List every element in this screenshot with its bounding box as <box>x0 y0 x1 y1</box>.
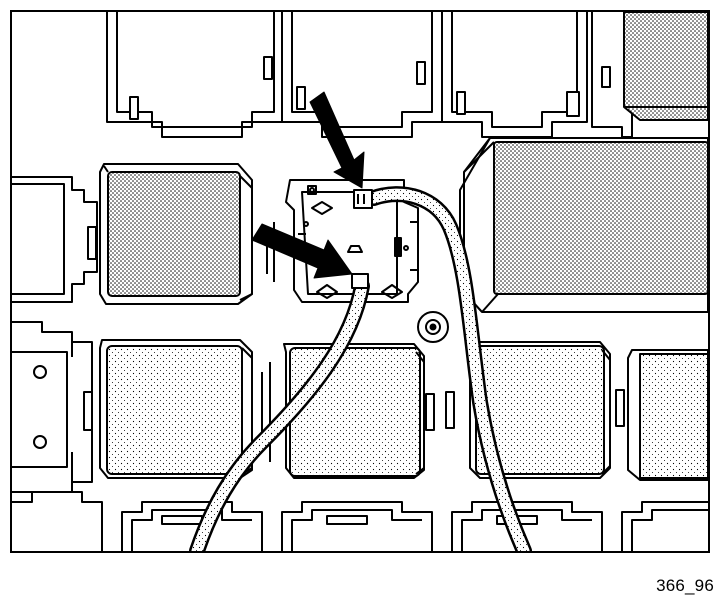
left-socket-middle <box>12 176 98 303</box>
illustration-frame <box>10 10 710 553</box>
relay-bottom-4 <box>615 349 708 481</box>
top-socket-row <box>106 12 633 138</box>
arrow-upper <box>309 91 365 189</box>
arrow-lower <box>251 223 353 279</box>
test-lead-right <box>353 186 532 551</box>
bottom-socket-row <box>12 491 708 551</box>
left-socket-bottom <box>12 321 93 493</box>
relay-top-right <box>623 12 708 121</box>
test-lead-left <box>189 273 370 551</box>
relay-box-illustration <box>12 12 708 551</box>
relay-large-right <box>459 137 708 313</box>
relay-middle-left <box>99 163 253 305</box>
figure-caption: 366_96 <box>656 576 714 595</box>
mounting-post <box>417 311 449 343</box>
relay-bottom-1 <box>99 339 253 479</box>
